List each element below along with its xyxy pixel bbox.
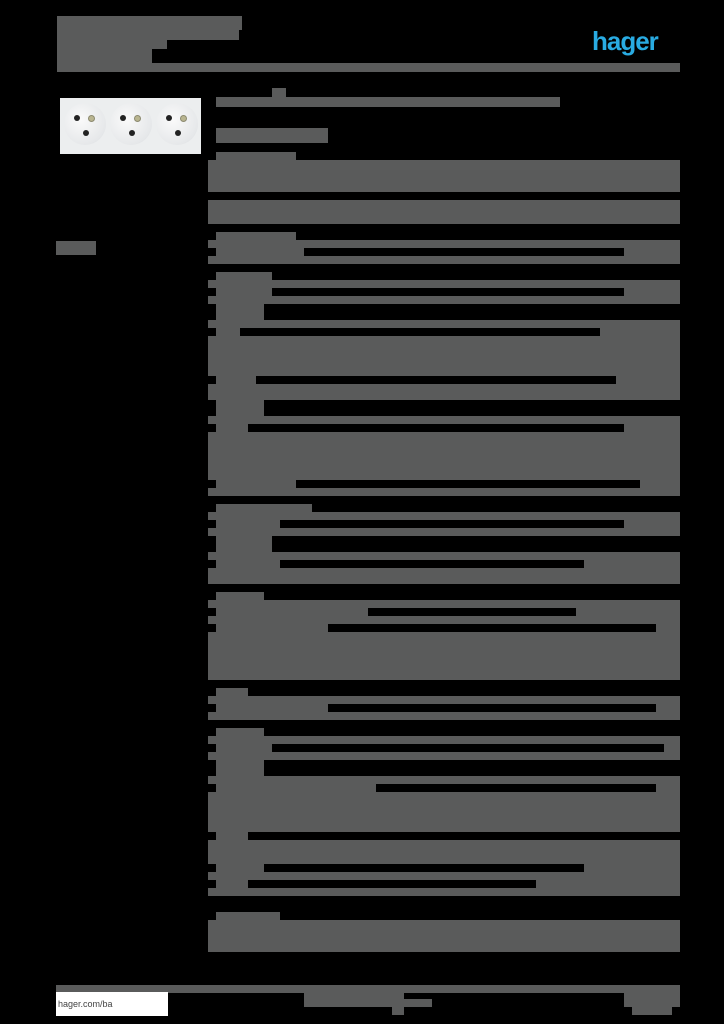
redacted-section-8-label-5 (216, 864, 264, 872)
redacted-section-8-row-f (208, 888, 680, 896)
redacted-section-8-row-e (208, 872, 680, 880)
redacted-section-8-row-d (208, 840, 680, 864)
redacted-section-5-label-3 (216, 560, 280, 568)
redacted-section-4-body (208, 432, 680, 480)
redacted-section-1-body (208, 160, 680, 192)
redacted-section-8-label-2 (216, 760, 264, 776)
redacted-section-8-label-6 (216, 880, 248, 888)
redacted-footer-right (624, 993, 680, 1007)
redacted-section-6-body (208, 632, 680, 680)
redacted-section-8-value-5 (584, 864, 680, 872)
redacted-section-3-label-2 (216, 304, 264, 320)
redacted-section-4-row (208, 416, 680, 424)
socket-2-icon (110, 103, 152, 145)
redacted-section-2-row-label (216, 248, 304, 256)
redacted-section-3-body (208, 336, 680, 376)
redacted-section-3-row-label (216, 288, 272, 296)
redacted-section-4-row-b (208, 488, 680, 496)
redacted-product-title-ascenders (272, 88, 286, 97)
redacted-header-rule-left (57, 63, 152, 72)
redacted-footer-rule (56, 985, 680, 993)
redacted-section-1-body-2 (208, 200, 680, 224)
redacted-section-5-row-d (208, 568, 680, 584)
redacted-footer-center-ext (404, 999, 432, 1007)
redacted-section-5-label (216, 520, 280, 528)
redacted-section-4-value-2 (640, 480, 680, 488)
redacted-section-8-value-6 (536, 880, 680, 888)
redacted-header-title (57, 16, 242, 30)
redacted-section-5-label-2 (216, 536, 272, 552)
redacted-section-3-heading (216, 272, 272, 282)
redacted-section-3-row-c (208, 320, 680, 328)
redacted-section-2-heading (216, 232, 296, 242)
redacted-section-3-row-b (208, 296, 680, 304)
redacted-section-5-value-3 (584, 560, 680, 568)
redacted-product-title (216, 97, 560, 107)
redacted-product-subtitle (216, 128, 328, 143)
redacted-section-4-value (624, 424, 680, 432)
redacted-footer-center (304, 993, 404, 1007)
redacted-section-2-row-b (208, 256, 680, 264)
redacted-section-3-row-value (624, 288, 680, 296)
redacted-left-label (56, 241, 96, 255)
redacted-section-5-row-b (208, 528, 680, 536)
redacted-section-8-label-3 (216, 784, 376, 792)
redacted-section-4-label (216, 424, 248, 432)
redacted-section-6-value (576, 608, 680, 616)
redacted-section-3-value-3 (600, 328, 680, 336)
redacted-section-5-heading (216, 504, 312, 514)
redacted-section-8-label-4 (216, 832, 248, 840)
redacted-section-8-heading (216, 728, 264, 738)
redacted-section-6-heading (216, 592, 264, 602)
redacted-section-2-row-value (624, 248, 680, 256)
redacted-section-7-row-b (208, 712, 680, 720)
brand-name: hager (592, 26, 659, 56)
redacted-section-1-heading (216, 152, 296, 162)
redacted-section-8-row-b (208, 752, 680, 760)
redacted-section-4-heading (216, 400, 264, 416)
redacted-section-6-label (216, 608, 368, 616)
redacted-section-3-row (208, 280, 680, 288)
redacted-section-9-heading (216, 912, 280, 922)
redacted-section-5-row-c (208, 552, 680, 560)
socket-1-icon (64, 103, 106, 145)
redacted-section-6-row (208, 600, 680, 608)
redacted-section-6-label-2 (216, 624, 328, 632)
redacted-section-5-value (624, 520, 680, 528)
redacted-section-8-row (208, 736, 680, 744)
hager-logo: hager (592, 26, 678, 58)
redacted-section-6-value-2 (656, 624, 680, 632)
redacted-section-4-label-2 (216, 480, 296, 488)
redacted-section-3-row-d (208, 384, 680, 400)
redacted-section-7-label (216, 704, 328, 712)
socket-3-icon (156, 103, 198, 145)
footer-website-link[interactable]: hager.com/ba (56, 992, 168, 1016)
redacted-section-8-value (664, 744, 680, 752)
redacted-section-8-label (216, 744, 272, 752)
redacted-section-7-row (208, 696, 680, 704)
redacted-header-rule (152, 63, 680, 72)
redacted-section-8-body (208, 792, 680, 832)
redacted-header-title-ext (57, 30, 239, 40)
redacted-section-7-value (656, 704, 680, 712)
redacted-section-8-value-3 (656, 784, 680, 792)
redacted-section-7-heading (216, 688, 248, 698)
redacted-section-5-row (208, 512, 680, 520)
redacted-section-2-row (208, 240, 680, 248)
redacted-header-subtitle (57, 40, 167, 49)
product-image (60, 98, 201, 154)
redacted-section-6-row-b (208, 616, 680, 624)
redacted-section-3-value-4 (616, 376, 680, 384)
redacted-header-subtitle-2 (57, 49, 152, 63)
redacted-section-8-row-c (208, 776, 680, 784)
redacted-footer-right-tick (632, 1007, 672, 1015)
redacted-footer-center-tick (392, 1007, 404, 1015)
redacted-section-9-body (208, 920, 680, 952)
redacted-section-3-label-3 (216, 328, 240, 336)
